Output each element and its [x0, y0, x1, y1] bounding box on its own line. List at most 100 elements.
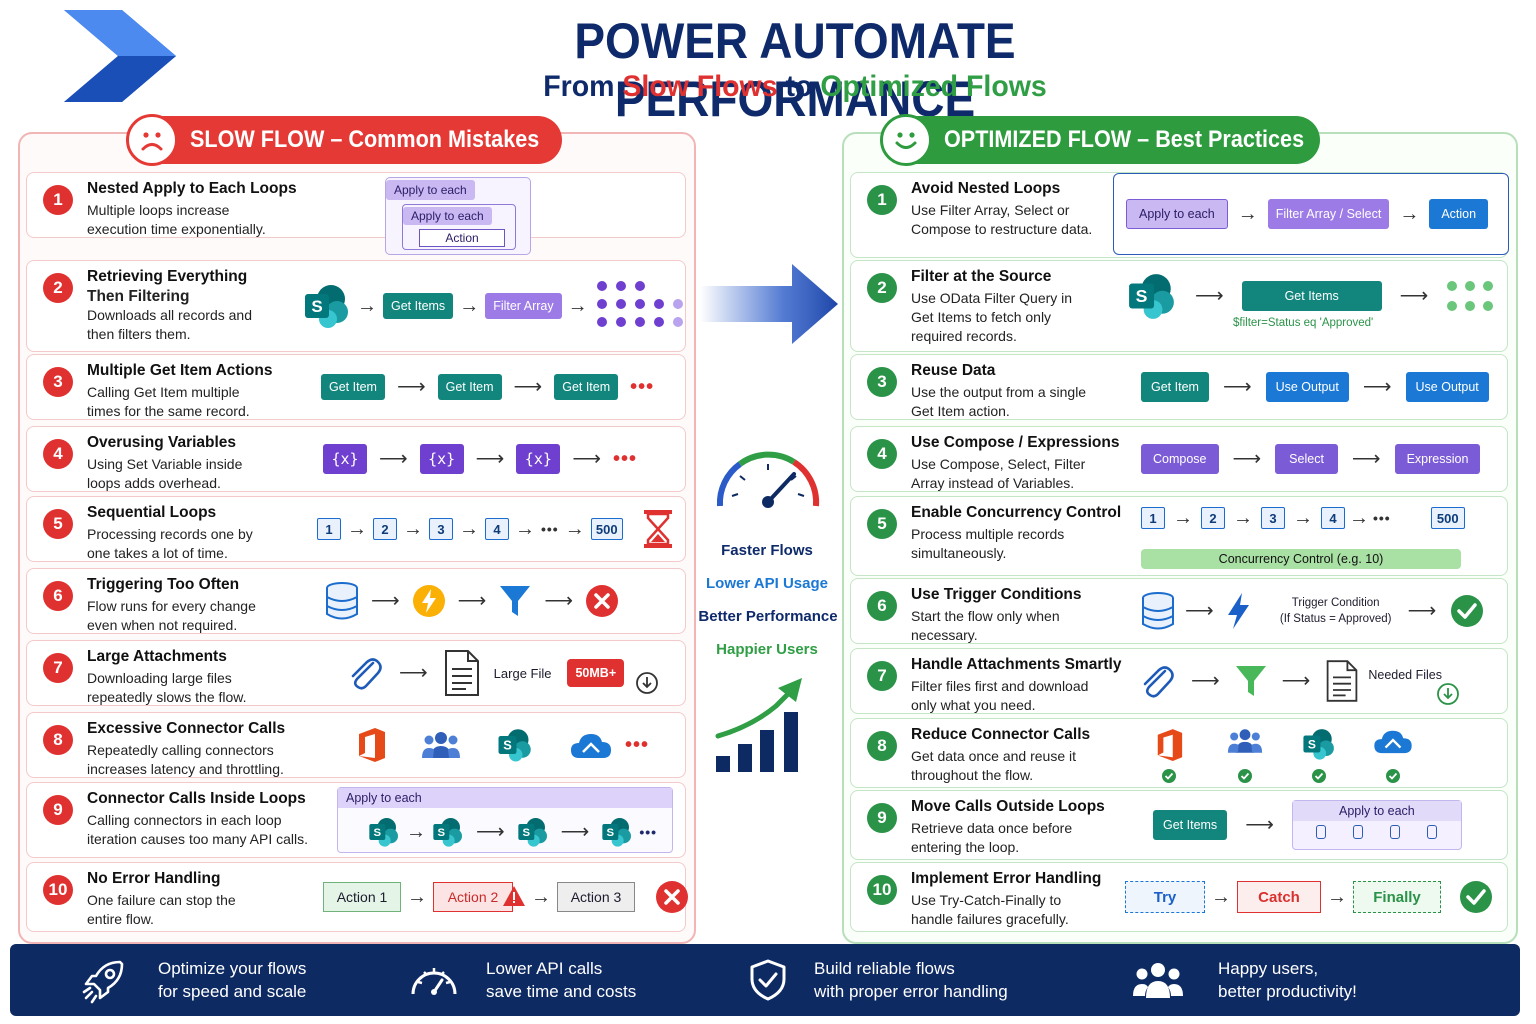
row-title: Filter at the Source — [911, 268, 1052, 285]
slow-row-3: 3 Multiple Get Item Actions Calling Get … — [26, 354, 686, 420]
optimized-row-5: 5 Enable Concurrency Control Process mul… — [850, 496, 1508, 576]
check-icon — [1451, 595, 1484, 627]
sharepoint-icon: S — [1129, 274, 1174, 319]
arrow-icon: ⟶ — [513, 376, 543, 398]
slow-row-10: 10 No Error Handling One failure can sto… — [26, 862, 689, 932]
svg-text:S: S — [503, 738, 512, 753]
row-number: 9 — [867, 803, 897, 833]
arrow-icon: → — [1399, 203, 1420, 225]
paperclip-icon — [351, 658, 382, 690]
arrow-icon: → — [347, 518, 367, 540]
action-chip: Action — [419, 229, 505, 247]
funnel-icon — [1235, 666, 1266, 696]
many-records-icon — [596, 281, 683, 327]
arrow-icon: ⟶ — [457, 590, 487, 612]
slow-row-1: 1 Nested Apply to Each Loops Multiple lo… — [26, 172, 686, 255]
shield-check-icon — [750, 959, 786, 1001]
office-icon — [359, 728, 385, 762]
arrow-icon: ⟶ — [1399, 285, 1429, 307]
row-title: Handle Attachments Smartly — [911, 656, 1122, 673]
arrow-icon: ⟶ — [1185, 600, 1214, 622]
arrow-icon: ⟶ — [396, 376, 426, 398]
variable-icon: {x} — [323, 444, 367, 474]
database-icon — [326, 582, 358, 620]
row-number: 2 — [867, 273, 897, 303]
trigger-condition-diagram: ⟶ Trigger Condition(If Status = Approved… — [1141, 579, 1484, 643]
slow-row-5: 5 Sequential Loops Processing records on… — [26, 496, 686, 562]
arrow-icon: → — [403, 518, 423, 540]
more-icon: ••• — [630, 375, 655, 398]
row-number: 10 — [43, 875, 73, 905]
arrow-icon: ⟶ — [475, 448, 505, 470]
select-chip: Select — [1275, 444, 1338, 474]
row-number: 7 — [43, 653, 73, 683]
download-icon — [1437, 683, 1459, 705]
arrow-icon: ⟶ — [1245, 814, 1274, 836]
lightning-icon — [412, 585, 445, 617]
get-item-chip: Get Item — [1141, 372, 1209, 402]
arrow-icon: → — [406, 821, 426, 843]
more-icon: ••• — [625, 733, 650, 756]
big-arrow-icon — [700, 264, 838, 344]
optimized-row-1: 1 Avoid Nested Loops Use Filter Array, S… — [850, 172, 1509, 258]
row-number: 5 — [43, 509, 73, 539]
apply-each-chip: Apply to each — [386, 180, 475, 200]
arrow-icon: ⟶ — [1232, 448, 1262, 470]
variables-diagram: {x} ⟶ {x} ⟶ {x} ⟶ ••• — [323, 427, 637, 491]
try-box: Try — [1125, 881, 1205, 913]
optimized-row-4: 4 Use Compose / Expressions Use Compose,… — [850, 426, 1508, 492]
document-icon — [444, 650, 479, 696]
record-box: 500 — [590, 518, 623, 540]
svg-text:S: S — [522, 827, 530, 839]
row-number: 6 — [43, 581, 73, 611]
row-number: 7 — [867, 661, 897, 691]
sharepoint-icon: S — [518, 818, 547, 847]
slow-row-6: 6 Triggering Too Often Flow runs for eve… — [26, 568, 686, 634]
loop-connector-diagram: Apply to each S → S ⟶ S ⟶ S ••• — [337, 787, 673, 853]
footer-item-happy-users: Happy users,better productivity! — [1132, 944, 1357, 1016]
benefit-faster-flows: Faster Flows — [721, 542, 813, 559]
arrow-icon: ⟶ — [476, 821, 505, 843]
catch-box: Catch — [1237, 881, 1321, 913]
inner-loop: Apply to each Action — [402, 204, 516, 250]
row-number: 9 — [43, 795, 73, 825]
page-subtitle: From Slow Flows to Optimized Flows — [543, 70, 1047, 103]
optimized-flow-header: OPTIMIZED FLOW – Best Practices — [880, 114, 1320, 166]
no-error-handling-diagram: Action 1 → Action 2 → Action 3 — [323, 863, 689, 931]
arrow-icon: → — [564, 518, 585, 540]
warning-icon — [503, 886, 525, 906]
svg-text:S: S — [311, 297, 322, 316]
row-number: 3 — [43, 367, 73, 397]
svg-text:S: S — [607, 827, 615, 839]
loop-item-icon — [1316, 825, 1327, 839]
record-box: 2 — [1201, 507, 1225, 529]
optimized-row-9: 9 Move Calls Outside Loops Retrieve data… — [850, 790, 1508, 860]
happy-face-icon — [880, 114, 932, 166]
variable-icon: {x} — [419, 444, 464, 474]
record-box: 1 — [317, 518, 341, 540]
cloud-icon — [571, 734, 611, 758]
calls-outside-loop-diagram: Get Items ⟶ Apply to each — [1153, 791, 1462, 859]
filter-select-chip: Filter Array / Select — [1267, 199, 1390, 229]
finally-box: Finally — [1353, 881, 1441, 913]
row-title: Implement Error Handling — [911, 870, 1102, 887]
concurrency-bar: Concurrency Control (e.g. 10) — [1141, 549, 1461, 569]
record-box: 3 — [429, 518, 453, 540]
slow-row-9: 9 Connector Calls Inside Loops Calling c… — [26, 782, 686, 858]
arrow-icon: → — [1349, 507, 1369, 529]
optimized-row-2: 2 Filter at the Source Use OData Filter … — [850, 260, 1508, 352]
arrow-icon: ⟶ — [379, 448, 408, 470]
lightning-icon — [1227, 593, 1249, 629]
row-number: 4 — [43, 439, 73, 469]
row-title: Retrieving Everything — [87, 268, 248, 285]
get-items-chip: Get Items — [383, 293, 454, 319]
row-number: 10 — [867, 875, 897, 905]
teams-users-icon — [422, 732, 460, 758]
